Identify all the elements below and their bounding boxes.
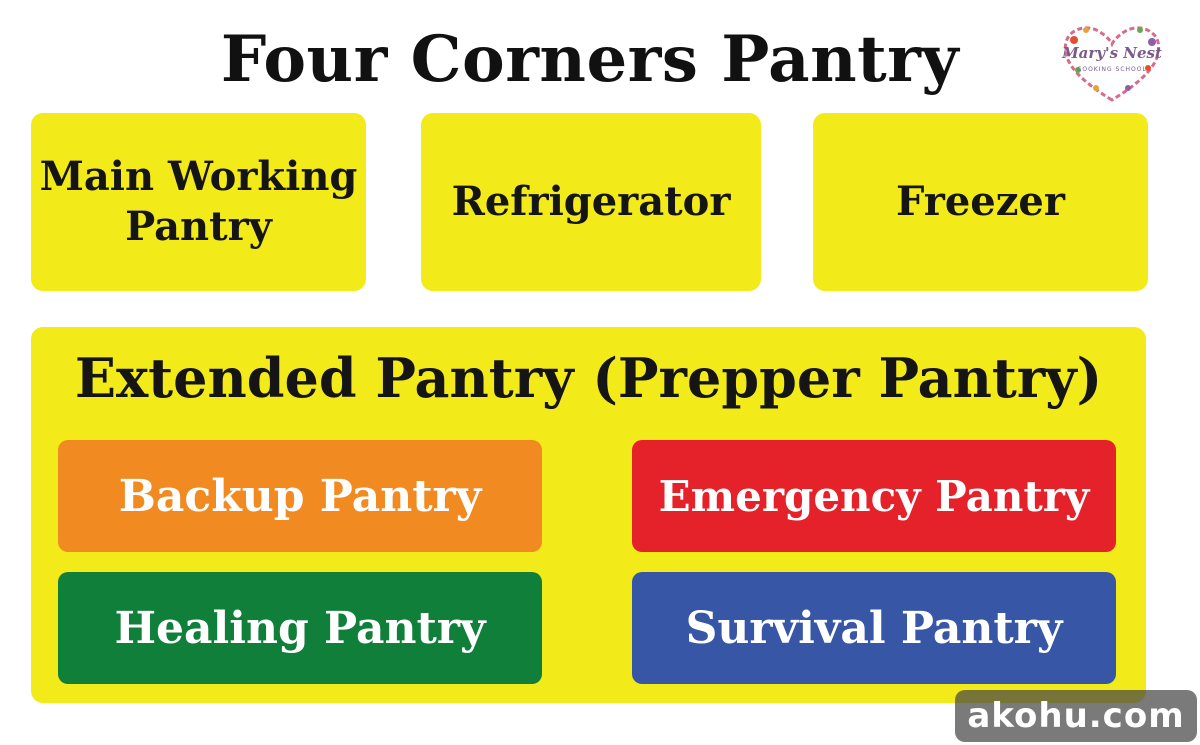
box-label: Refrigerator (451, 178, 731, 225)
heart-wreath-icon (1063, 26, 1161, 102)
freezer-box: Freezer (813, 113, 1148, 291)
logo-subtext: COOKING SCHOOL (1077, 66, 1147, 73)
watermark: akohu.com (955, 690, 1197, 742)
box-label-line: Main Working (39, 153, 358, 200)
refrigerator-box: Refrigerator (421, 113, 761, 291)
extended-pantry-title: Extended Pantry (Prepper Pantry) (74, 346, 1103, 410)
healing-pantry-box: Healing Pantry (58, 572, 542, 684)
logo-text: Mary's Nest (1062, 44, 1162, 62)
diagram-title: Four Corners Pantry (220, 22, 960, 97)
emergency-pantry-box: Emergency Pantry (632, 440, 1116, 552)
survival-pantry-box: Survival Pantry (632, 572, 1116, 684)
extended-pantry-panel: Extended Pantry (Prepper Pantry) Backup … (31, 327, 1146, 703)
main-working-pantry-box: Main Working Pantry (31, 113, 366, 291)
box-label: Freezer (896, 178, 1065, 225)
marys-nest-logo: Mary's Nest COOKING SCHOOL (1056, 20, 1168, 104)
backup-pantry-box: Backup Pantry (58, 440, 542, 552)
box-label-line: Pantry (125, 203, 272, 250)
